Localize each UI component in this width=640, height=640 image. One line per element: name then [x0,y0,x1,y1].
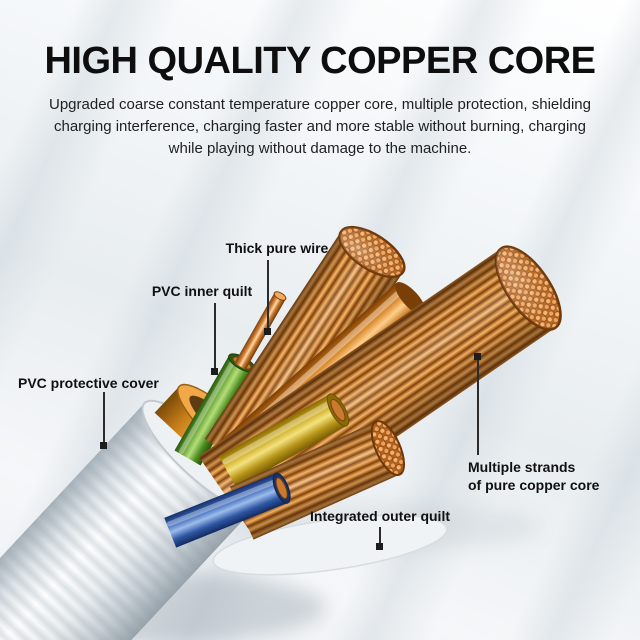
callout-label-pvc-protective-cover: PVC protective cover [18,375,159,391]
page-title: HIGH QUALITY COPPER CORE [44,40,596,82]
callout-marker-thick-pure-wire [264,328,271,335]
callout-marker-pvc-protective-cover [100,442,107,449]
copper-core-bundle-bottom [229,420,405,540]
callout-label-integrated-outer-quilt: Integrated outer quilt [310,508,450,524]
callout-line-pvc-inner-quilt [214,303,216,369]
callout-marker-multiple-strands [474,353,481,360]
blue-inner-quilt-wire [164,472,291,548]
callout-label-thick-pure-wire: Thick pure wire [225,240,329,256]
callout-line-integrated-outer-quilt [379,527,381,544]
callout-marker-integrated-outer-quilt [376,543,383,550]
callout-label-multiple-strands: Multiple strands of pure copper core [468,458,599,494]
callout-line-pvc-protective-cover [103,392,105,442]
callout-label-multiple-strands-line2: of pure copper core [468,477,600,493]
callout-label-multiple-strands-line1: Multiple strands [468,459,576,475]
yellow-inner-quilt-wire [218,393,350,488]
thick-pure-copper-wire [234,291,287,370]
callout-line-multiple-strands [477,360,479,455]
description: Upgraded coarse constant temperature cop… [49,96,591,158]
outer-quilt-flap [212,514,448,576]
callout-line-thick-pure-wire [267,260,269,328]
callout-marker-pvc-inner-quilt [211,368,218,375]
callout-label-pvc-inner-quilt: PVC inner quilt [151,283,253,299]
